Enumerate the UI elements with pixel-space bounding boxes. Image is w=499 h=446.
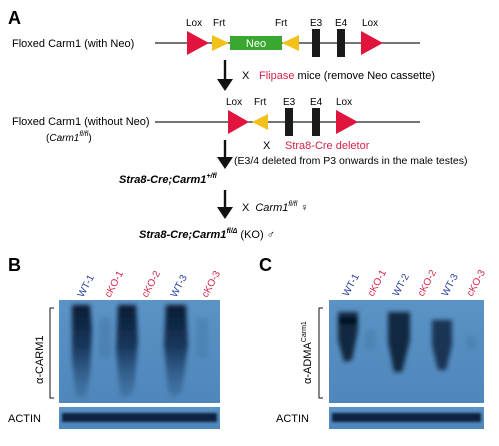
cross-3-text: X Carm1fl/fl♀ (242, 201, 309, 214)
row1-exon3 (312, 29, 320, 57)
arrow-2-head (217, 157, 233, 169)
stra8-deletor-label: Stra8-Cre deletor (285, 140, 370, 152)
panel-c: C WT-1 cKO-1 WT-2 cKO-2 WT-3 cKO-3 α-ADM… (259, 255, 488, 429)
panel-b-band-lane4 (164, 305, 188, 398)
panel-c-blot-label-main: α-ADMA (302, 342, 314, 384)
panel-a-letter: A (8, 8, 21, 28)
panel-b-band-lane1 (72, 305, 92, 398)
cross-3-symbol: X (242, 202, 250, 214)
panel-c-band-lane1-strong (339, 318, 357, 324)
flipase-rest: mice (remove Neo cassette) (294, 70, 435, 82)
row2-frt-label: Frt (254, 97, 266, 108)
arrow-3-head (217, 207, 233, 219)
panel-c-lane-labels: WT-1 cKO-1 WT-2 cKO-2 WT-3 cKO-3 (341, 268, 488, 299)
row1-exon4 (337, 29, 345, 57)
panel-c-actin-label: ACTIN (276, 413, 309, 425)
row4-main: Stra8-Cre;Carm1 (139, 229, 226, 241)
panel-b-band-lane2-faint (99, 318, 111, 358)
panel-a: A Floxed Carm1 (with Neo) Lox Frt Neo Fr… (8, 8, 467, 241)
female-symbol: ♀ (300, 202, 308, 214)
panel-b-blot-label: α-CARM1 (34, 335, 46, 384)
row2-sublabel: (Carm1fl/fl) (46, 131, 92, 144)
row1-label: Floxed Carm1 (with Neo) (12, 38, 134, 50)
row4-genotype: Stra8-Cre;Carm1fl/Δ (KO) ♂ (139, 228, 275, 241)
panel-b-band-lane5-faint (196, 318, 208, 358)
panel-b-bracket (49, 307, 54, 399)
row2-sublabel-sup: fl/fl (79, 131, 88, 138)
panel-b-lane-label: WT-1 (76, 273, 97, 300)
row1-lox-left-label: Lox (186, 18, 202, 29)
panel-c-lane-label: cKO-1 (366, 268, 389, 299)
row1-frt-left-triangle (212, 35, 229, 51)
panel-b-actin-label: ACTIN (8, 413, 41, 425)
panel-b-actin-band (62, 413, 217, 422)
deletion-note: (E3/4 deleted from P3 onwards in the mal… (234, 155, 467, 167)
row1-lox-left-triangle (187, 31, 209, 55)
row1-frt-right-label: Frt (275, 18, 287, 29)
panel-c-lane-label: WT-1 (341, 272, 362, 299)
row4-post: (KO) (237, 229, 266, 241)
panel-b-lane-label: cKO-3 (200, 269, 223, 300)
row3-sup: +/fl (206, 173, 217, 180)
panel-c-band-lane3 (388, 312, 410, 372)
cross-3-gene: Carm1 (255, 202, 288, 214)
panel-b-bands (72, 305, 208, 398)
cross-2-symbol: X (263, 140, 271, 152)
row2-lox-left-label: Lox (226, 97, 242, 108)
cross-3-sup: fl/fl (288, 201, 297, 208)
panel-c-letter: C (259, 255, 272, 275)
panel-b-lane-label: WT-3 (169, 273, 190, 300)
row1-frt-left-label: Frt (213, 18, 225, 29)
male-symbol: ♂ (267, 229, 275, 241)
panel-b-lane-label: cKO-1 (103, 269, 126, 300)
row1-e4-label: E4 (335, 18, 348, 29)
panel-c-blot-label: α-ADMACarm1 (301, 321, 314, 384)
cross-1-text: Flipase mice (remove Neo cassette) (259, 70, 435, 82)
panel-b: B WT-1 cKO-1 cKO-2 WT-3 cKO-3 α-CARM1 AC… (8, 255, 223, 429)
panel-c-lane-label: cKO-2 (416, 268, 439, 299)
panel-b-band-lane3 (116, 305, 138, 398)
row2-e4-label: E4 (310, 97, 323, 108)
panel-c-lane-label: cKO-3 (465, 268, 488, 299)
panel-c-blot-label-sup: Carm1 (301, 321, 308, 342)
panel-c-band-lane5 (432, 320, 452, 370)
row2-lox-left-triangle (228, 110, 249, 134)
row3-main: Stra8-Cre;Carm1 (119, 174, 206, 186)
arrow-1-head (217, 79, 233, 91)
row2-lox-right-triangle (336, 110, 358, 134)
row2-e3-label: E3 (283, 97, 296, 108)
row1-frt-right-triangle (282, 35, 299, 51)
panel-c-bands (338, 312, 476, 372)
row2-sublabel-post: ) (88, 133, 91, 144)
panel-c-actin-band (332, 413, 481, 422)
panel-c-lane-label: WT-3 (440, 272, 461, 299)
flipase-text: Flipase (259, 70, 294, 82)
row2-label: Floxed Carm1 (without Neo) (12, 116, 150, 128)
row2-lox-right-label: Lox (336, 97, 352, 108)
row1-lox-right-label: Lox (362, 18, 378, 29)
row2-exon4 (312, 108, 320, 136)
panel-b-lane-label: cKO-2 (140, 269, 163, 300)
row1-neo-label: Neo (246, 38, 266, 50)
row1-lox-right-triangle (361, 31, 383, 55)
row2-sublabel-gene: Carm1 (49, 133, 79, 144)
cross-1-symbol: X (242, 70, 250, 82)
row2-frt-triangle (252, 114, 268, 130)
panel-b-lane-labels: WT-1 cKO-1 cKO-2 WT-3 cKO-3 (76, 269, 223, 300)
panel-c-band-lane6-faint (466, 336, 476, 350)
panel-c-bracket (318, 307, 323, 399)
row1-neo-box (230, 36, 282, 50)
panel-c-band-lane1 (338, 312, 358, 362)
row3-genotype: Stra8-Cre;Carm1+/fl (119, 173, 218, 186)
row2-exon3 (285, 108, 293, 136)
row2-sublabel-pre: ( (46, 133, 50, 144)
row1-e3-label: E3 (310, 18, 323, 29)
panel-c-lane-label: WT-2 (391, 272, 412, 299)
panel-c-band-lane2-faint (365, 330, 375, 350)
row4-sup: fl/Δ (226, 228, 237, 235)
panel-b-letter: B (8, 255, 21, 275)
